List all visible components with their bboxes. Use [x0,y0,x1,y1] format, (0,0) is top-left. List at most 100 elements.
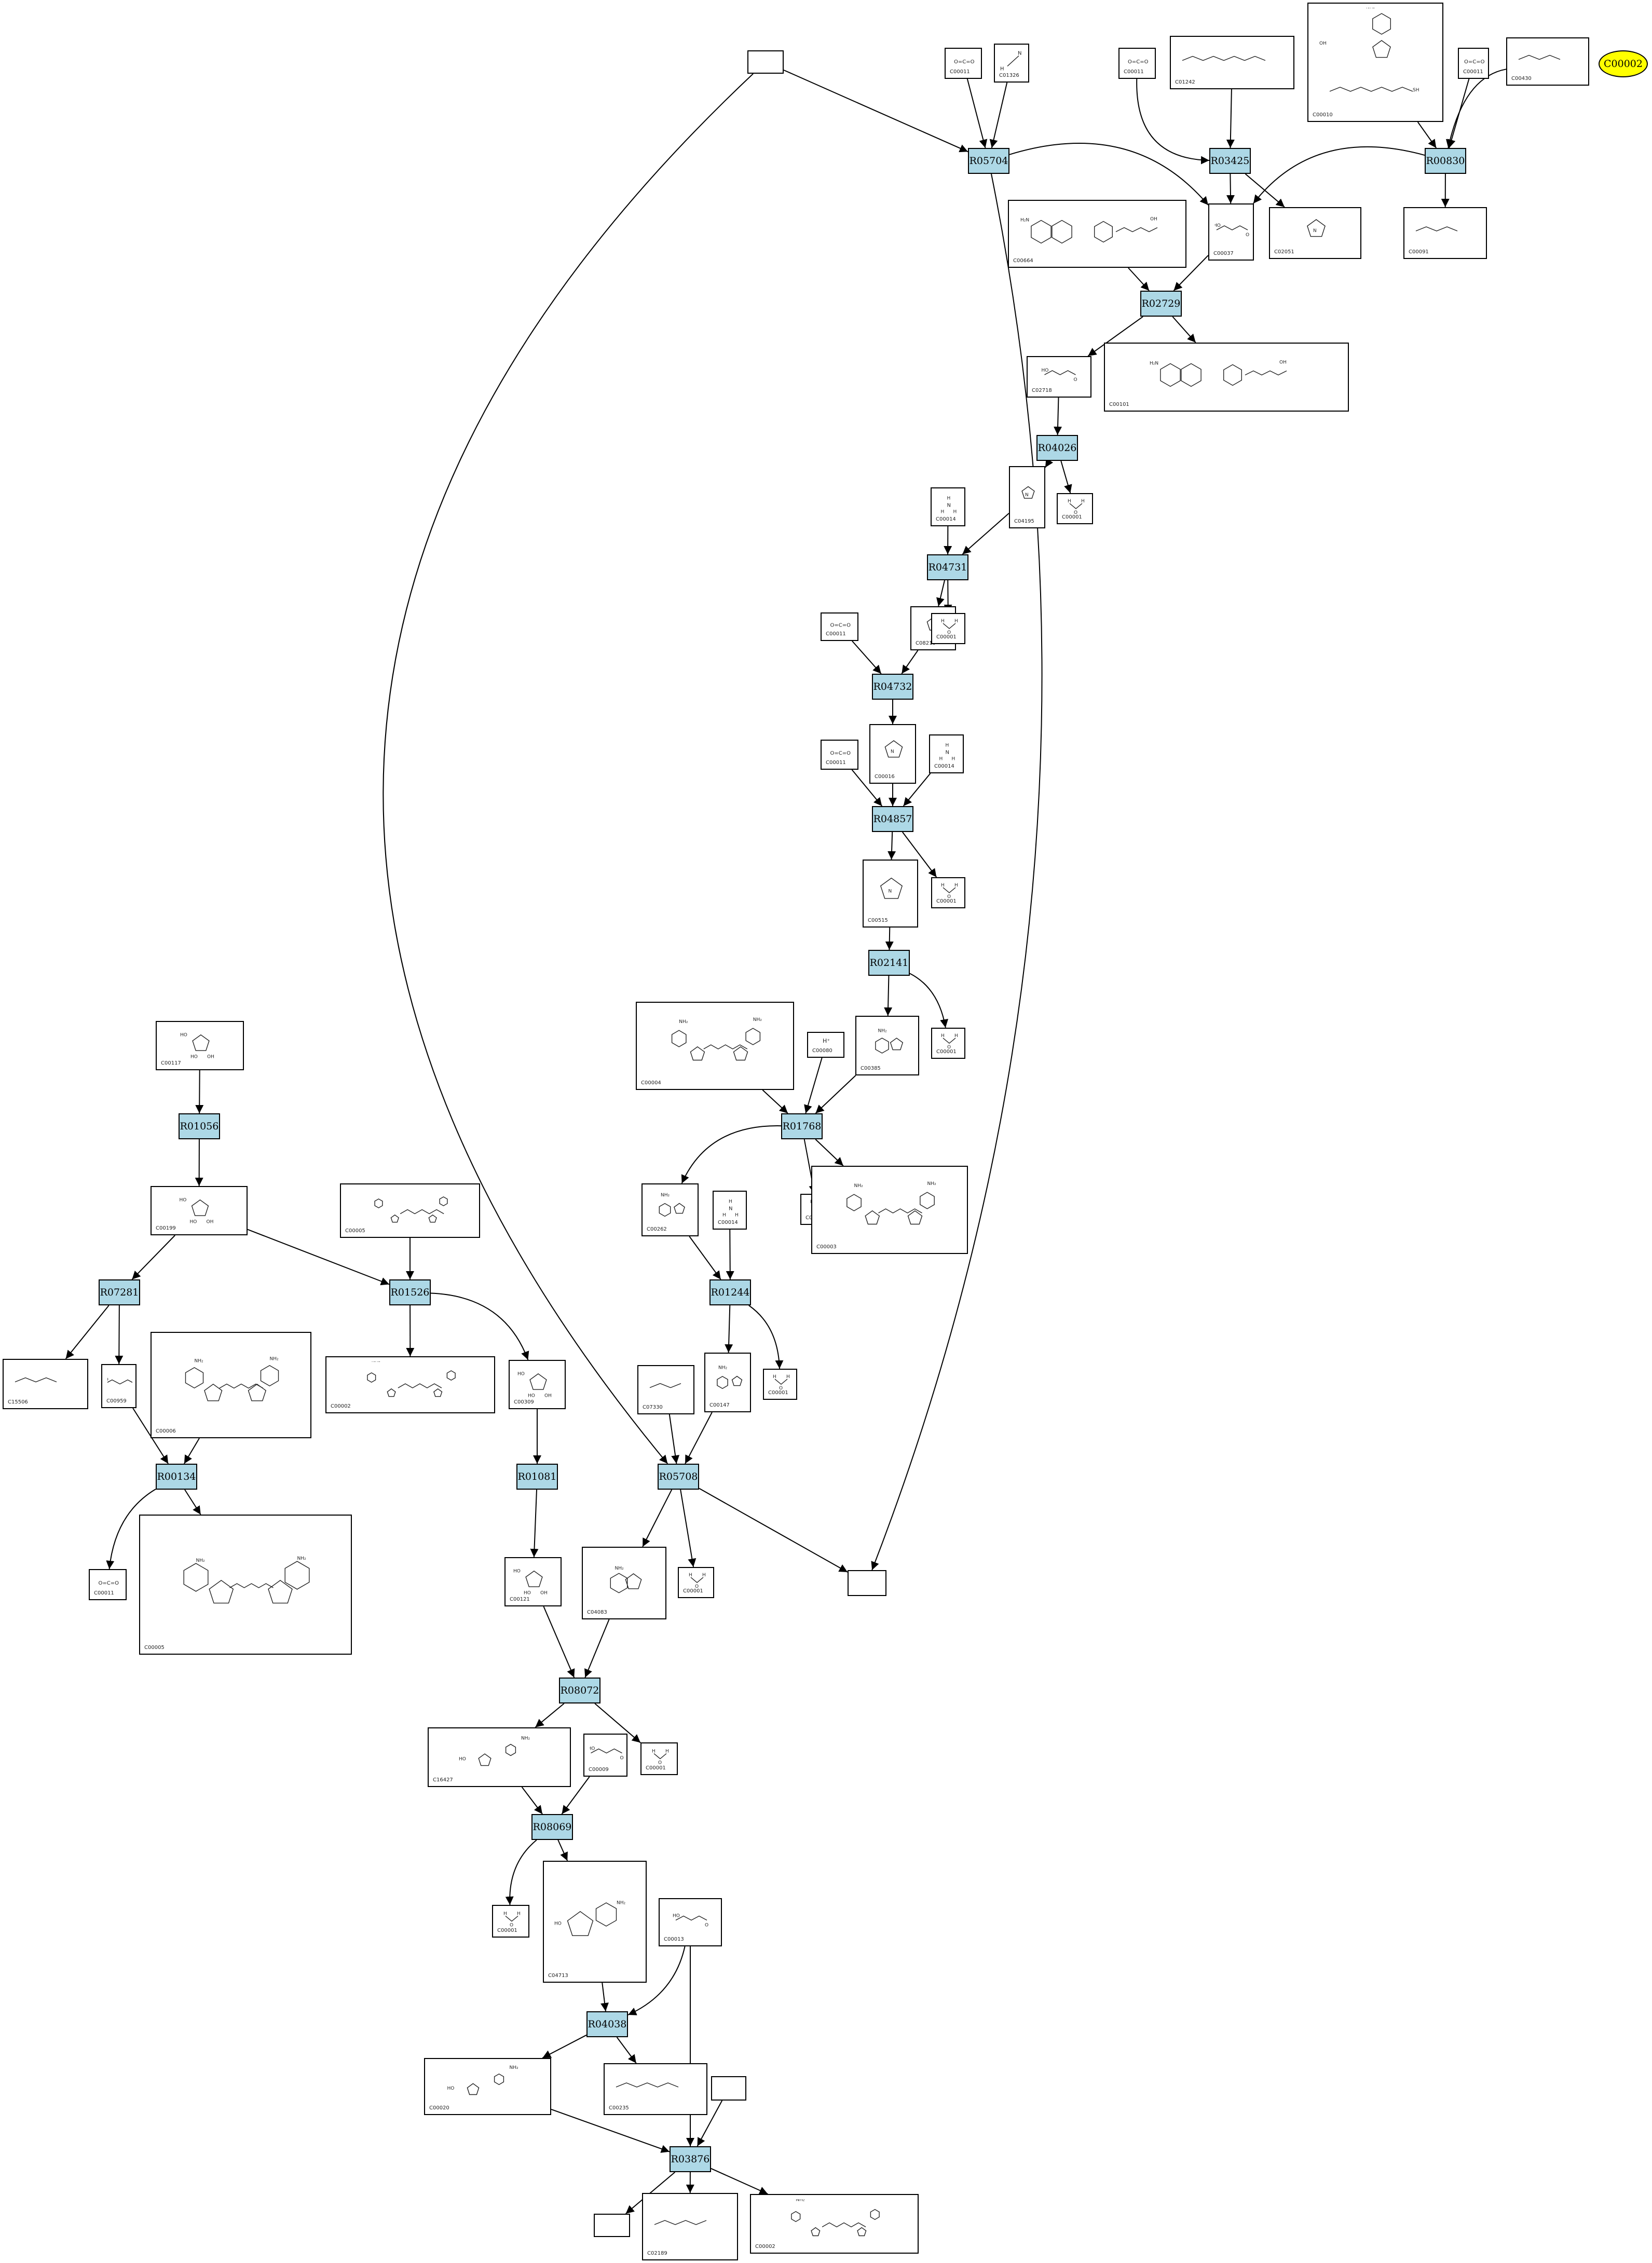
reaction-node-r04731[interactable]: R04731 [927,554,968,580]
edge-arrow [1045,458,1054,468]
compound-node[interactable]: C15506 [3,1359,88,1409]
svg-text:O=C=O: O=C=O [1128,59,1149,65]
chemical-structure-icon: O=C=O [1464,59,1485,65]
compound-id-label: C04713 [548,1973,568,1979]
compound-node[interactable]: C01242 [1170,36,1294,89]
reaction-node-r01056[interactable]: R01056 [179,1113,220,1139]
edge-arrow [543,1606,575,1678]
compound-id-label: C01326 [999,73,1019,78]
reaction-node-r04038[interactable]: R04038 [586,2011,628,2037]
reaction-node-r01244[interactable]: R01244 [709,1279,751,1305]
edge-arrow [711,2168,768,2194]
reaction-node-r05708[interactable]: R05708 [658,1464,699,1490]
compound-node[interactable]: C00235 [604,2063,707,2115]
reaction-node-r04026[interactable]: R04026 [1036,435,1078,461]
edge-arrow [685,1412,713,1464]
edge-arrow [783,70,968,153]
blank-compound-node[interactable] [594,2214,630,2237]
compound-node[interactable]: HOOC00959 [101,1364,136,1408]
svg-text:H: H [517,1912,521,1917]
edge-arrow [1226,89,1235,148]
reaction-node-r04857[interactable]: R04857 [872,806,913,832]
reaction-node-r07281[interactable]: R07281 [99,1279,140,1305]
compound-node[interactable]: NH₂OHSHC00010 [1307,3,1443,122]
reaction-node-r00830[interactable]: R00830 [1425,148,1466,174]
reaction-node-r00134[interactable]: R00134 [156,1464,197,1490]
blank-compound-node[interactable] [747,50,784,74]
compound-node[interactable]: HOOC00009 [583,1734,627,1777]
compound-node[interactable]: N C02051 [1269,207,1361,259]
compound-id-label: C00430 [1511,76,1532,81]
reaction-node-r08072[interactable]: R08072 [559,1678,600,1703]
reaction-node-r05704[interactable]: R05704 [968,148,1009,174]
reaction-node-r02141[interactable]: R02141 [868,950,910,976]
compound-node[interactable]: C00430 [1506,37,1589,86]
reaction-node-r03876[interactable]: R03876 [670,2146,711,2172]
blank-compound-node[interactable] [848,1570,886,1596]
blank-compound-node[interactable] [711,2076,746,2101]
reaction-node-r01768[interactable]: R01768 [781,1113,823,1139]
reaction-node-r02729[interactable]: R02729 [1140,291,1182,317]
reaction-node-r03425[interactable]: R03425 [1209,148,1251,174]
chemical-structure-icon: O=C=O [830,751,851,756]
svg-text:N: N [1018,51,1021,57]
reaction-node-r08069[interactable]: R08069 [531,1814,573,1840]
compound-node[interactable]: NH₂NH₂C00002 [325,1356,495,1413]
reaction-node-r01081[interactable]: R01081 [516,1464,558,1490]
compound-node[interactable]: C07330 [637,1365,694,1414]
chemical-structure-icon: N [1307,219,1326,237]
compound-id-label: C00091 [1409,249,1429,255]
compound-node[interactable]: NH₂NH₂C00002 [750,2194,919,2254]
svg-text:H: H [1068,499,1071,504]
compound-node[interactable]: C00091 [1403,207,1487,259]
reaction-node-r01526[interactable]: R01526 [389,1279,431,1305]
compound-node[interactable]: H⁺C00080 [807,1032,844,1058]
compound-id-label: C02051 [1274,249,1294,255]
highlighted-target-compound[interactable]: C00002 [1599,50,1648,77]
reaction-node-r04732[interactable]: R04732 [872,674,913,700]
compound-node[interactable]: C02189 [642,2193,738,2260]
